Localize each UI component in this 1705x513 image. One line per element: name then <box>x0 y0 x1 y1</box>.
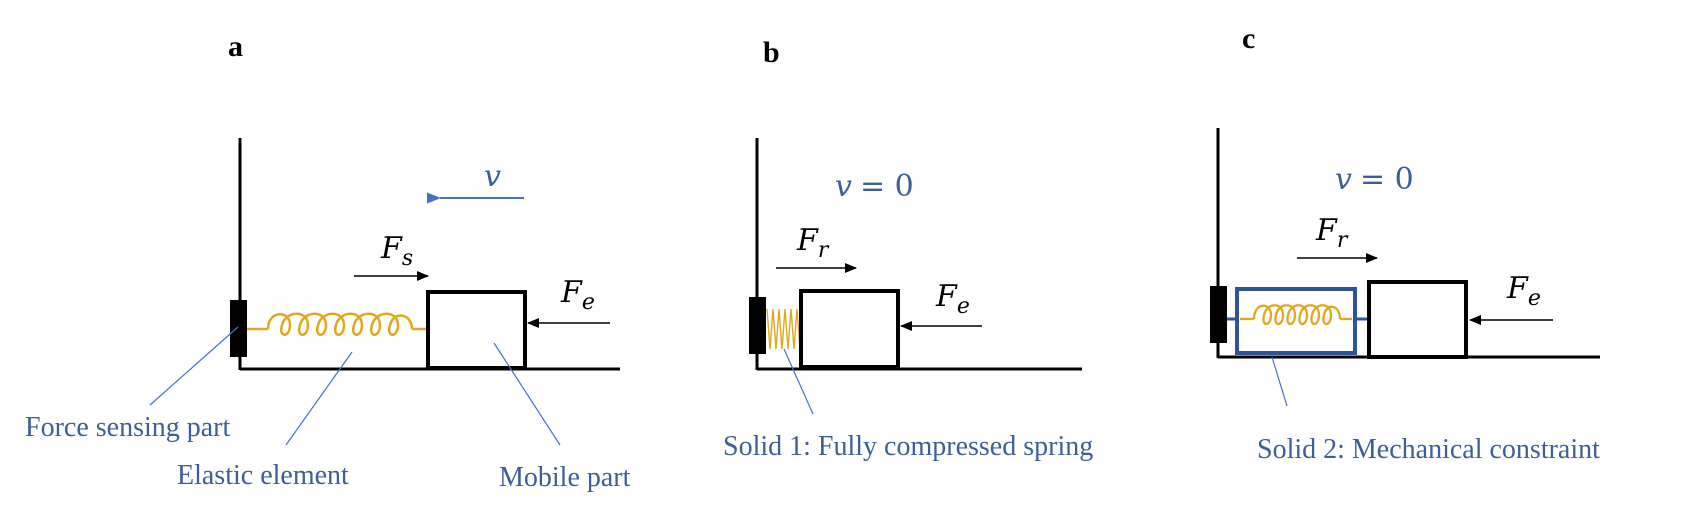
panel-c: c v= 0 Fr Fe Solid 2: Mechanical constra… <box>1210 22 1600 465</box>
force-sensor-symbol: F <box>380 231 403 266</box>
force-external-symbol-a: F <box>560 275 583 310</box>
force-external-subscript-a: e <box>582 290 595 315</box>
force-external-label-b: Fe <box>935 279 970 319</box>
panel-label-c: c <box>1242 22 1255 55</box>
force-external-subscript-c: e <box>1528 286 1541 311</box>
callout-line-compressed-spring <box>783 348 814 415</box>
callout-mobile-part: Mobile part <box>499 462 631 493</box>
mechanical-constraint-box <box>1235 287 1357 355</box>
force-sensor-label: Fs <box>380 231 413 271</box>
panel-b: b v= 0 Fr Fe Solid 1: Fully compressed s… <box>723 36 1093 462</box>
callout-solid-1: Solid 1: Fully compressed spring <box>723 431 1093 462</box>
force-reaction-label-c: Fr <box>1315 213 1349 253</box>
force-external-symbol-c: F <box>1506 271 1529 306</box>
velocity-label-b: v= 0 <box>835 169 914 204</box>
force-reaction-subscript-c: r <box>1337 228 1349 253</box>
force-sensing-part-c <box>1210 286 1227 343</box>
constrained-spring <box>1240 304 1352 326</box>
velocity-equals-b: = 0 <box>860 169 914 204</box>
force-reaction-symbol-b: F <box>796 223 819 258</box>
mobile-block-b <box>799 289 900 369</box>
compressed-spring <box>766 308 801 350</box>
callout-force-sensing-part: Force sensing part <box>25 412 231 443</box>
velocity-symbol-b: v <box>835 169 852 204</box>
force-reaction-subscript-b: r <box>818 238 830 263</box>
callout-line-mobile <box>493 342 561 446</box>
force-external-label-a: Fe <box>560 275 595 315</box>
velocity-label-c: v= 0 <box>1335 162 1414 197</box>
force-external-symbol-b: F <box>935 279 958 314</box>
force-reaction-symbol-c: F <box>1315 213 1338 248</box>
panel-label-b: b <box>763 36 780 69</box>
force-sensor-subscript: s <box>402 246 413 271</box>
force-reaction-label-b: Fr <box>796 223 830 263</box>
panel-label-a: a <box>228 30 243 63</box>
panel-a: a v Fs Fe Force sensing part Elastic ele… <box>25 30 631 493</box>
callout-solid-2: Solid 2: Mechanical constraint <box>1257 434 1600 465</box>
callout-line-elastic <box>285 351 353 446</box>
velocity-symbol-a: v <box>484 159 501 194</box>
callout-line-mechanical-constraint <box>1271 356 1288 407</box>
force-sensing-part <box>230 300 247 357</box>
elastic-element-spring <box>247 312 427 336</box>
force-external-subscript-b: e <box>957 294 970 319</box>
mobile-part-block <box>426 290 527 370</box>
velocity-symbol-c: v <box>1335 162 1352 197</box>
callout-line-force-sensing <box>149 326 239 406</box>
velocity-equals-c: = 0 <box>1360 162 1414 197</box>
force-external-label-c: Fe <box>1506 271 1541 311</box>
callout-elastic-element: Elastic element <box>177 460 349 491</box>
mobile-block-c <box>1367 280 1468 359</box>
force-sensing-part-b <box>749 297 766 354</box>
